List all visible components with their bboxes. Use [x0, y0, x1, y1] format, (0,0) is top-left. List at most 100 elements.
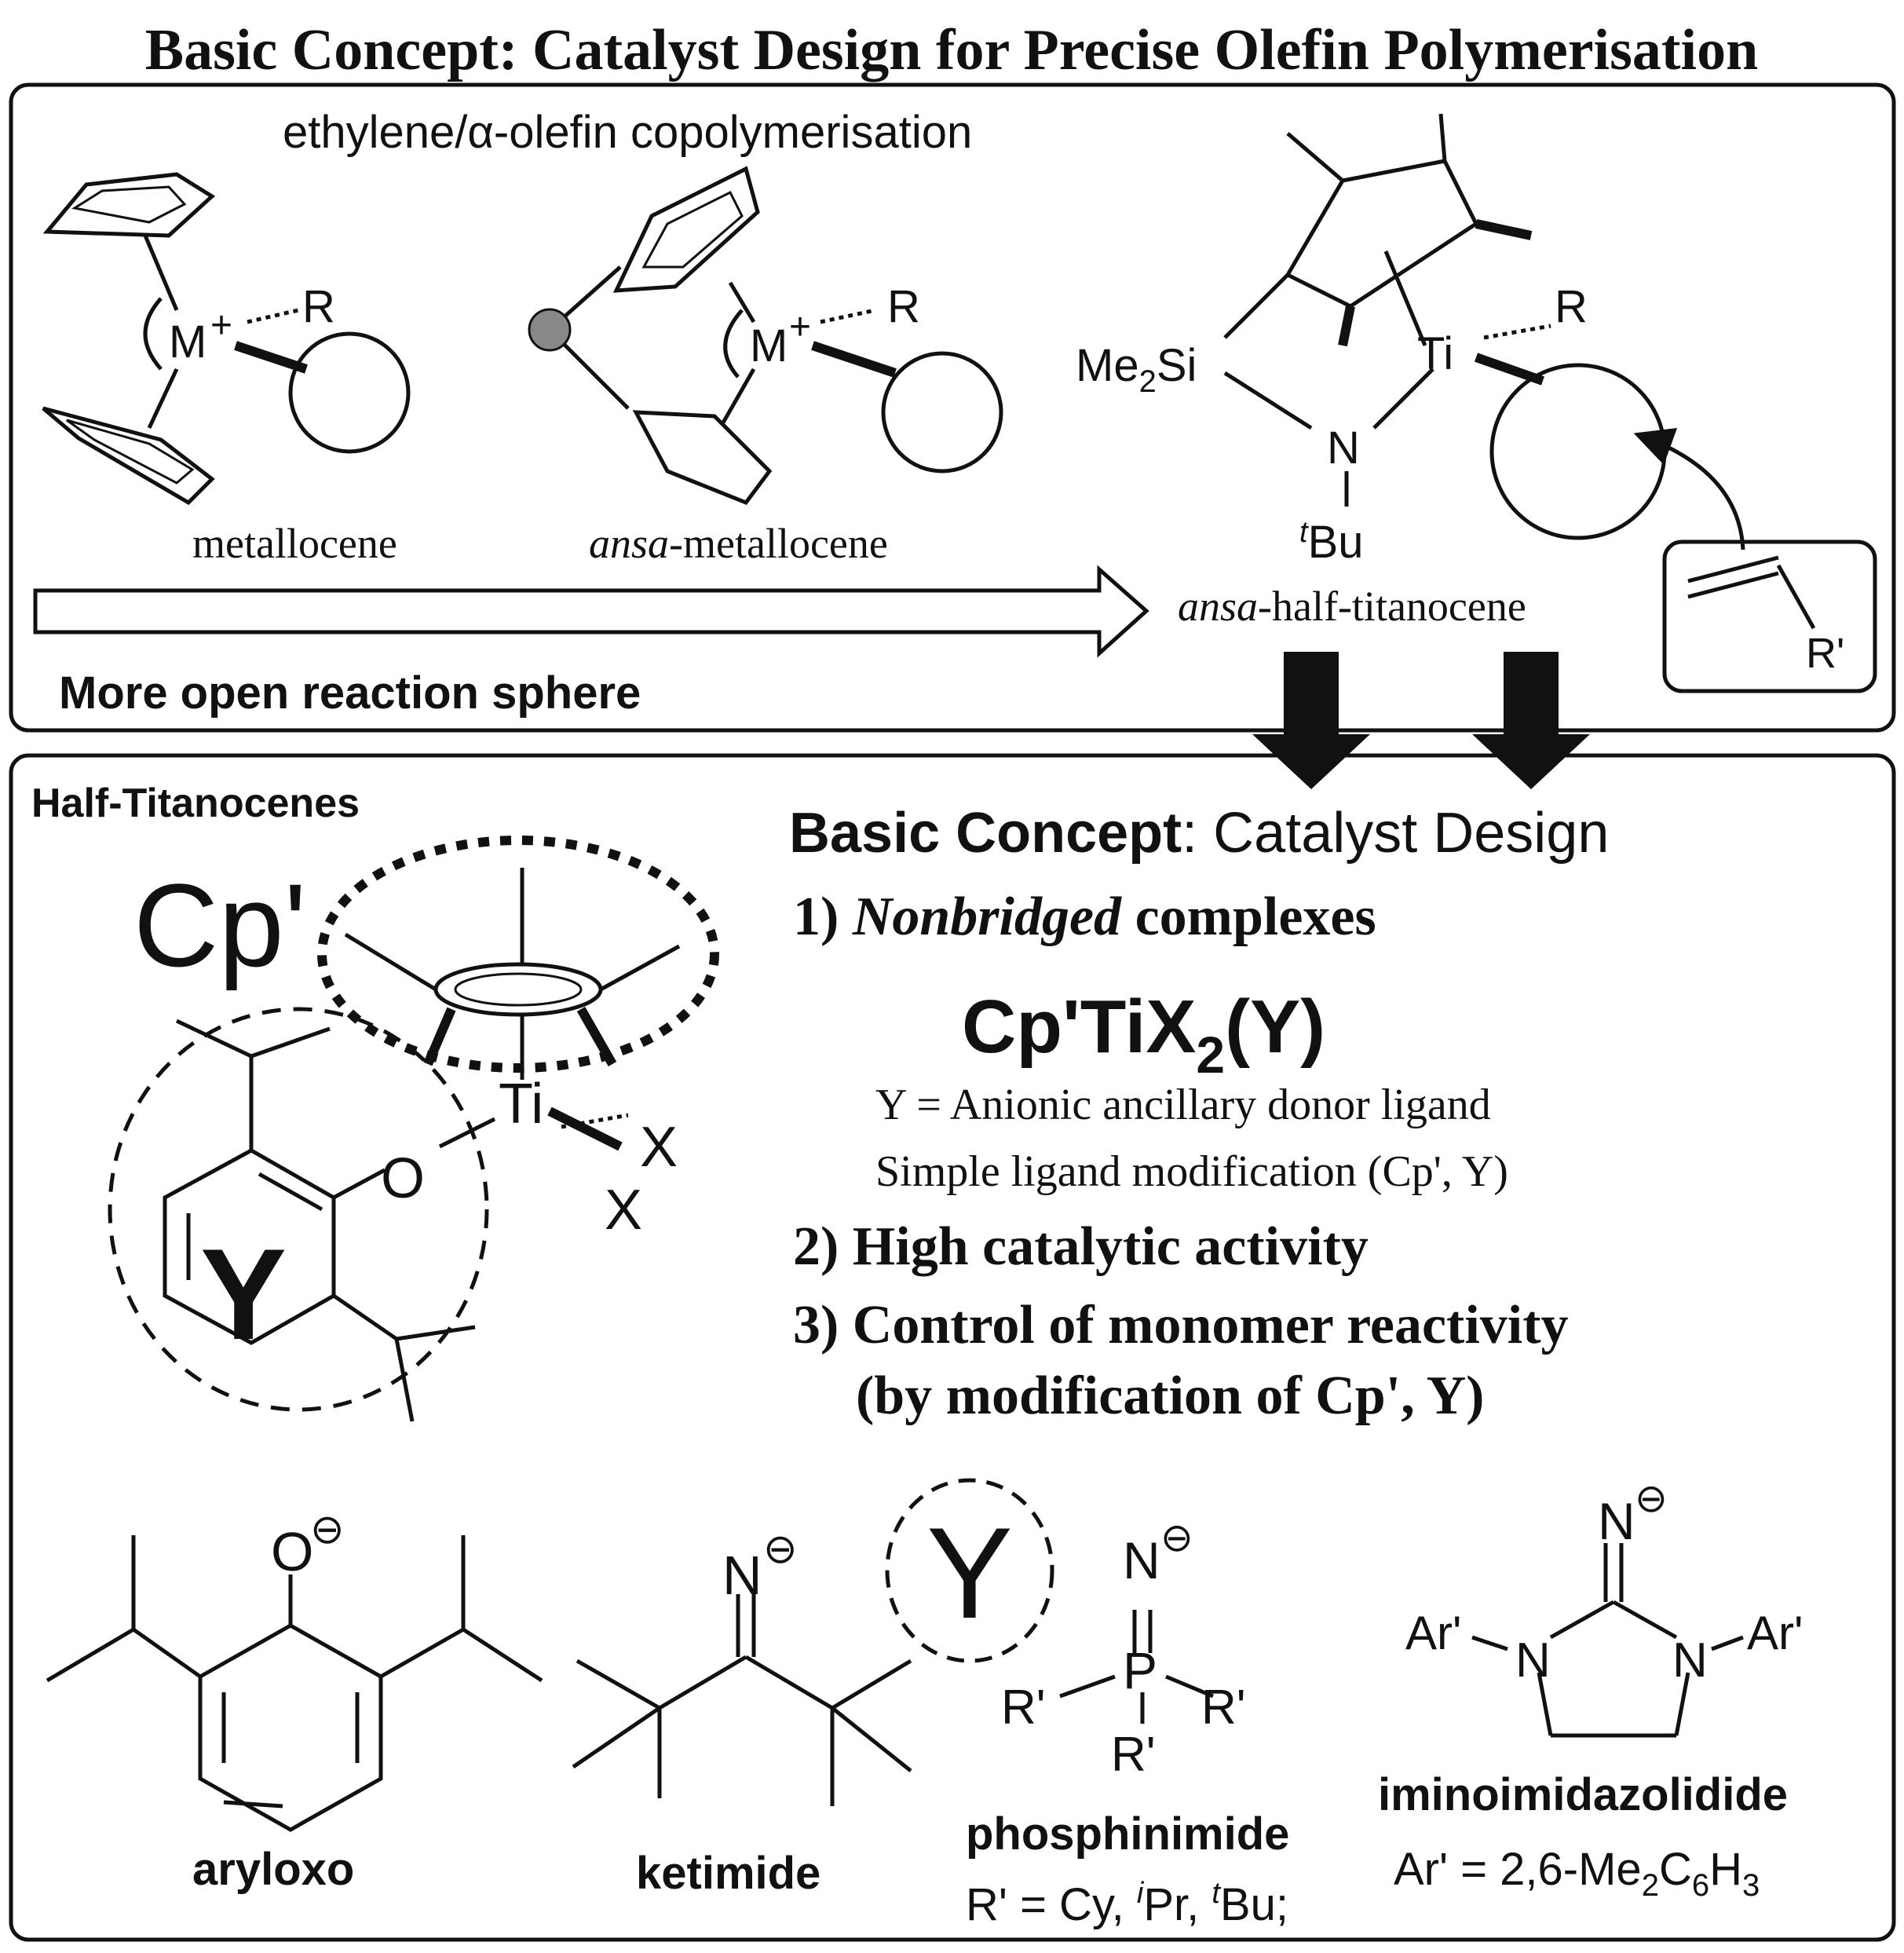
- ketimide-label: ketimide: [636, 1848, 820, 1899]
- ar-note-mid: C: [1659, 1844, 1692, 1895]
- point-3: 3) Control of monomer reactivity: [793, 1295, 1569, 1355]
- x-label-2: X: [605, 1179, 642, 1242]
- formula-subscript: 2: [1196, 1026, 1225, 1084]
- bottom-panel-frame: [9, 753, 1896, 1942]
- down-arrow-icon-right: [1472, 652, 1590, 789]
- ansa-half-titanocene-structure: [1223, 113, 1877, 693]
- olefin-substituent: R': [1806, 630, 1844, 677]
- aryloxo-label: aryloxo: [192, 1844, 354, 1895]
- point-1: 1) Nonbridged complexes: [793, 887, 1376, 947]
- tbu-superscript: t: [1299, 516, 1309, 549]
- metallocene-structure: [42, 172, 411, 506]
- ipr-superscript: i: [1137, 1877, 1145, 1910]
- metallocene-charge: +: [210, 305, 232, 346]
- ar-note-end: H: [1709, 1844, 1742, 1895]
- top-panel-heading: ethylene/α-olefin copolymerisation: [283, 107, 972, 158]
- description-1: Y = Anionic ancillary donor ligand: [875, 1081, 1491, 1129]
- ipr-text: Pr,: [1143, 1879, 1211, 1930]
- aryloxo-structure: [46, 1535, 543, 1832]
- ansa-prefix: ansa: [589, 520, 669, 567]
- aryloxo-oxygen: O: [271, 1521, 313, 1582]
- phosphinimide-r-right: R': [1201, 1681, 1246, 1735]
- aryloxo-charge: ⊖: [310, 1507, 345, 1553]
- cp-dotted-ellipse: [317, 836, 719, 1073]
- ansa-metallocene-metal: M: [750, 320, 788, 371]
- half-titanocene-structure: [108, 836, 719, 1422]
- phosphinimide-structure: [1059, 1610, 1214, 1724]
- y-dashed-circle: [885, 1478, 1054, 1663]
- ansa-cp-upper: [612, 166, 760, 293]
- formula-main: Cp'TiX: [962, 985, 1196, 1069]
- iminoimidazolidide-structure: [1471, 1543, 1744, 1738]
- scheme-title: Basic Concept: Catalyst Design for Preci…: [145, 18, 1759, 82]
- tbu-label: tBu: [1299, 516, 1364, 568]
- ansa-metallocene-label: ansa-metallocene: [589, 520, 888, 567]
- ar-note-sub3: 3: [1742, 1868, 1760, 1903]
- ar-note-start: Ar' = 2,6-Me: [1394, 1844, 1642, 1895]
- ansa-metallocene-charge: +: [789, 306, 811, 348]
- bridge-atom-icon: [528, 308, 572, 352]
- titanocene-coordination-site: [1489, 363, 1667, 540]
- cp-prime-label: Cp': [133, 859, 306, 991]
- oxygen-label: O: [381, 1147, 425, 1210]
- phosphinimide-nitrogen: N: [1123, 1531, 1160, 1589]
- point-1-italic: Nonbridged: [852, 887, 1122, 947]
- imino-charge: ⊖: [1635, 1476, 1668, 1520]
- ansa-prefix-2: ansa: [1178, 583, 1258, 630]
- tbu-text: Bu: [1308, 517, 1364, 568]
- tbu2-superscript: t: [1211, 1877, 1221, 1910]
- ansa-half-titanocene-label: ansa-half-titanocene: [1178, 583, 1526, 630]
- iminoimidazolidide-note: Ar' = 2,6-Me2C6H3: [1394, 1844, 1760, 1903]
- tbu2-text: Bu;: [1220, 1879, 1288, 1930]
- y-symbol: Y: [926, 1501, 1013, 1645]
- concept-heading: Basic Concept: Catalyst Design: [789, 802, 1609, 865]
- arrow-label: More open reaction sphere: [59, 667, 641, 719]
- coordination-site: [288, 331, 411, 454]
- cp-ring-upper: [42, 172, 216, 238]
- ar-note-sub1: 2: [1642, 1868, 1659, 1903]
- phosphinimide-note-start: R' = Cy,: [966, 1879, 1137, 1930]
- point-1-number: 1): [793, 887, 853, 947]
- y-in-structure: Y: [200, 1222, 287, 1366]
- cp-ring-upper-inner: [71, 185, 187, 224]
- me-subscript: 2: [1139, 364, 1157, 399]
- iminoimidazolidide-label: iminoimidazolidide: [1378, 1769, 1788, 1820]
- cp-ring-lower-inner: [66, 419, 195, 485]
- ketimide-nitrogen: N: [722, 1545, 762, 1606]
- general-formula: Cp'TiX2(Y): [962, 985, 1325, 1084]
- metallocene-label: metallocene: [192, 520, 397, 567]
- y-dashed-ellipse: [108, 1007, 489, 1412]
- titanium-label: Ti: [1417, 328, 1453, 379]
- top-panel-frame: [9, 82, 1896, 733]
- point-1-rest: complexes: [1121, 887, 1376, 947]
- concept-rest: : Catalyst Design: [1182, 802, 1609, 865]
- olefin-box: [1662, 539, 1877, 693]
- point-3-detail: (by modification of Cp', Y): [856, 1366, 1484, 1426]
- ti-label: Ti: [499, 1073, 543, 1136]
- phosphorus-label: P: [1123, 1641, 1157, 1699]
- silicon-label: Me2Si: [1076, 340, 1197, 399]
- phosphinimide-r-left: R': [1001, 1681, 1046, 1735]
- bottom-panel-heading: Half-Titanocenes: [31, 781, 360, 826]
- nitrogen-label: N: [1327, 422, 1360, 474]
- ansa-metallocene-label-rest: -metallocene: [669, 520, 888, 567]
- ar-note-sub2: 6: [1692, 1868, 1709, 1903]
- point-2: 2) High catalytic activity: [793, 1216, 1369, 1277]
- ansa-metallocene-structure: [548, 166, 1003, 506]
- ar-left: Ar': [1405, 1607, 1461, 1659]
- me-text: Me: [1076, 340, 1139, 391]
- phosphinimide-note: R' = Cy, iPr, tBu;: [966, 1877, 1288, 1930]
- phosphinimide-charge: ⊖: [1160, 1516, 1193, 1560]
- ring-nitrogen-right: N: [1672, 1633, 1708, 1688]
- down-arrow-icon-left: [1252, 652, 1370, 789]
- si-text: Si: [1157, 340, 1197, 391]
- formula-end: (Y): [1225, 985, 1325, 1069]
- open-arrow-icon: [33, 565, 1149, 658]
- x-label-1: X: [640, 1116, 678, 1179]
- ketimide-structure: [572, 1594, 912, 1806]
- description-2: Simple ligand modification (Cp', Y): [875, 1147, 1508, 1196]
- ketimide-charge: ⊖: [763, 1527, 798, 1572]
- concept-bold: Basic Concept: [789, 802, 1182, 865]
- metallocene-r: R: [302, 281, 335, 332]
